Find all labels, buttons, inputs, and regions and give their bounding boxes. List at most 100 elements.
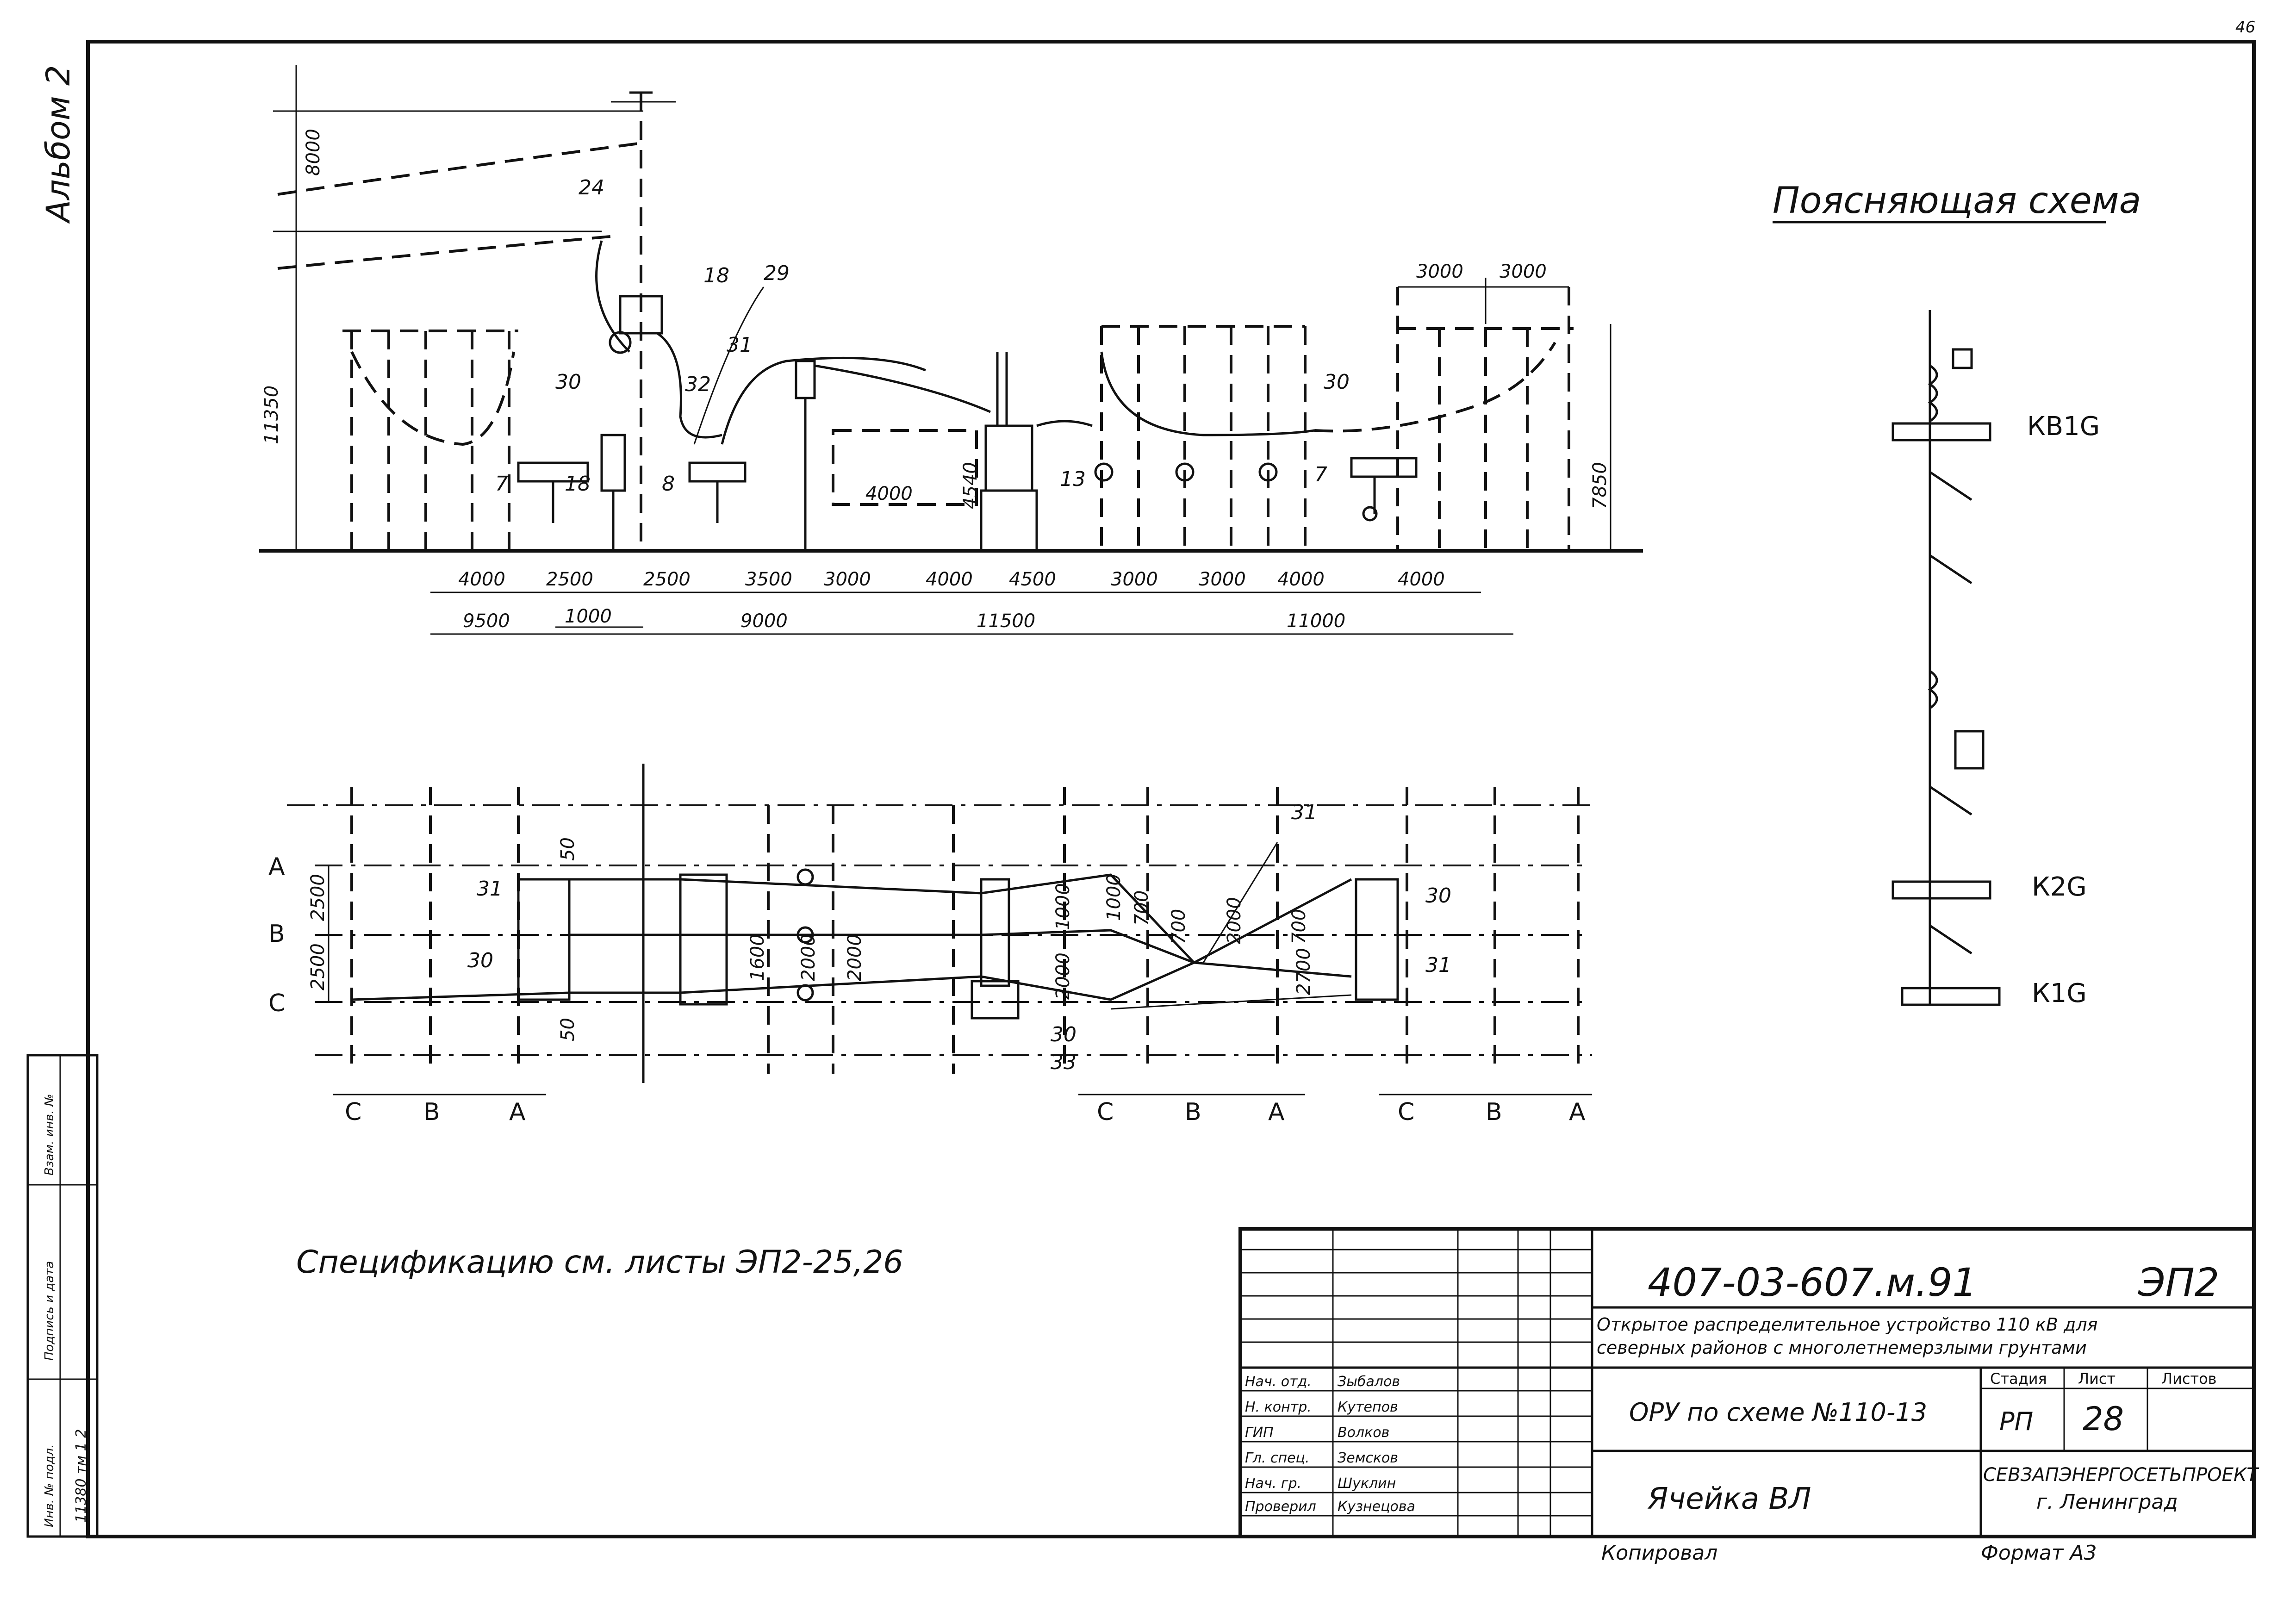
callout-7b: 7 [1314,463,1327,486]
pdim-2000c: 2000 [1052,952,1074,1000]
dim-4000-b: 4000 [926,569,973,590]
callout-18a: 18 [703,264,729,287]
pdim-2000d: 2000 [1224,897,1245,944]
pdim-1000a: 1000 [1052,883,1074,930]
dim-3000-c: 3000 [1199,569,1246,590]
scheme-label-kb1g: КВ1G [2027,411,2100,442]
pdim-1600: 1600 [747,934,768,981]
pdim-700c: 700 [1131,890,1152,926]
dim-2500-b: 2500 [643,569,691,590]
plan-callout-31a: 31 [477,877,503,901]
dim-4500: 4500 [1009,569,1056,590]
pdim-2700: 2700 [1293,948,1314,995]
pdim-700a: 700 [1168,909,1189,944]
copied-label: Копировал [1601,1541,1717,1565]
dim-9000: 9000 [740,610,788,632]
section-title: ОРУ по схеме №110-13 [1629,1398,1927,1427]
axis-c-1: С [345,1098,361,1126]
dim-9500: 9500 [463,610,510,632]
callout-29: 29 [764,261,790,285]
callout-13: 13 [1060,467,1086,491]
spec-note: Спецификацию см. листы ЭП2-25,26 [296,1244,903,1281]
axis-b-2: В [1185,1098,1201,1126]
vdim-8000: 8000 [303,129,324,176]
name-1: Зыбалов [1338,1374,1400,1390]
role-6: Проверил [1245,1499,1316,1515]
name-5: Шуклин [1338,1475,1396,1492]
dim-3500: 3500 [745,569,792,590]
sheet-frame [86,40,2256,1538]
axis-c-3: С [1398,1098,1414,1126]
callout-8: 8 [662,472,675,496]
plan-view: 2500 2500 А В С 50 50 1600 2000 2000 100… [268,764,1592,1126]
role-1: Нач. отд. [1245,1374,1312,1390]
callout-31: 31 [727,333,753,357]
project-title-1: Открытое распределительное устройство 11… [1597,1314,2097,1335]
stamp-header-inv: Инв. № подл. [43,1444,56,1527]
callout-18b: 18 [565,472,591,496]
sheets-header: Листов [2161,1370,2217,1388]
pdim-1000b: 1000 [1103,874,1125,921]
vdim-11350: 11350 [261,386,282,444]
callout-30b: 30 [1324,370,1350,394]
scheme-label-k2g: К2G [2032,872,2087,902]
dim-3000-a: 3000 [824,569,871,590]
pdim-50b: 50 [557,1018,579,1041]
scheme-label-k1g: К1G [2032,978,2087,1008]
explanatory-scheme: Поясняющая схема КВ1G К2G К1G [1773,180,2141,1008]
plan-vdim-1: 2500 [307,874,329,921]
name-3: Волков [1338,1425,1389,1441]
phase-label-a: А [268,853,285,881]
sheet-value: 28 [2083,1400,2124,1438]
dim-3000-b: 3000 [1111,569,1158,590]
axis-c-2: С [1097,1098,1114,1126]
role-4: Гл. спец. [1245,1450,1309,1466]
name-2: Кутепов [1338,1399,1398,1415]
callout-24: 24 [579,176,604,199]
phase-label-c: С [268,989,285,1017]
plan-callout-30c: 30 [1051,1023,1076,1046]
plan-callout-31b: 31 [1291,801,1317,824]
sheet-code: ЭП2 [2138,1260,2219,1305]
plan-callout-33: 33 [1051,1051,1076,1074]
plan-callout-30a: 30 [467,949,493,972]
dim-11000: 11000 [1287,610,1345,632]
album-label: Альбом 2 [39,65,77,224]
pdim-700b: 700 [1288,909,1310,944]
callout-7a: 7 [495,472,508,496]
project-title-2: северных районов с многолетнемерзлыми гр… [1597,1338,2087,1358]
dim-1000: 1000 [565,606,612,627]
org-line-1: СЕВЗАПЭНЕРГОСЕТЬПРОЕКТ [1983,1464,2259,1486]
dim-11500: 11500 [977,610,1035,632]
callout-30a: 30 [555,370,581,394]
callout-32: 32 [685,373,711,396]
stamp-header-replace: Взам. инв. № [43,1094,56,1176]
axis-a-3: А [1569,1098,1586,1126]
inner-dim: 4000 [865,483,913,504]
scheme-title: Поясняющая схема [1773,180,2141,222]
phase-label-b: В [268,920,285,948]
dim-4000-a: 4000 [458,569,505,590]
dim-4000-d: 4000 [1398,569,1445,590]
axis-a-2: А [1268,1098,1285,1126]
name-4: Земсков [1338,1450,1398,1466]
axis-a-1: А [509,1098,526,1126]
role-2: Н. контр. [1245,1399,1312,1415]
axis-b-1: В [423,1098,440,1126]
doc-code: 407-03-607.м.91 [1648,1260,1977,1305]
name-6: Кузнецова [1338,1499,1415,1515]
format-label: Формат А3 [1981,1541,2097,1565]
pdim-2000b: 2000 [844,934,865,981]
sheet-header: Лист [2078,1370,2116,1388]
corner-mark: 46 [2235,18,2255,37]
vdim-7850: 7850 [1589,462,1611,509]
pdim-50a: 50 [557,837,579,861]
top-dim-2: 3000 [1500,261,1547,282]
stage-header: Стадия [1990,1370,2047,1388]
pdim-2000a: 2000 [798,934,819,981]
plan-callout-30b: 30 [1425,884,1451,908]
vdim-4540: 4540 [960,462,981,509]
role-3: ГИП [1245,1425,1274,1441]
elevation-view: 8000 11350 7850 [259,65,1643,635]
